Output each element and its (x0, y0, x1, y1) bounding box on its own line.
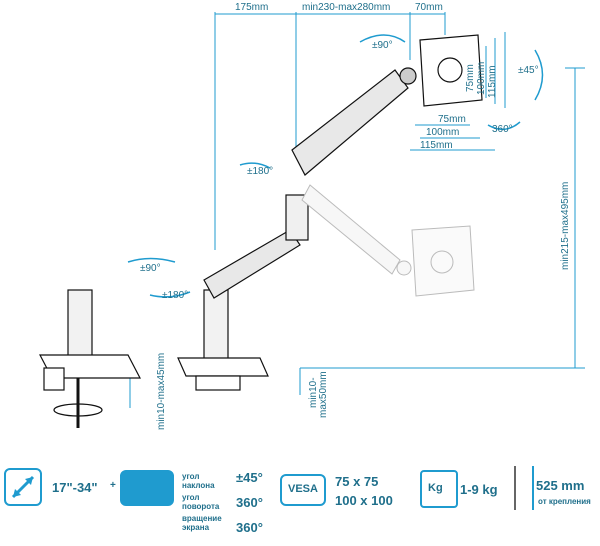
weight-value: 1-9 kg (460, 482, 498, 497)
dim-vesa-h75: 75mm (438, 114, 466, 125)
reach-value: 525 mm (536, 478, 585, 493)
plus-sign: + (110, 480, 116, 491)
diagonal-arrow-icon (11, 475, 35, 499)
ghost-arm (301, 184, 412, 276)
angle-rot-top: ±90° (372, 40, 393, 51)
dim-clamp: min10-max45mm (156, 353, 167, 430)
vesa-badge-text: VESA (288, 483, 318, 495)
screen-size-value: 17"-34" (52, 480, 98, 495)
reach-label: от крепления (538, 497, 591, 506)
rotation-arcs (127, 34, 544, 298)
clamp-mount (39, 289, 141, 428)
vesa-values-2: 100 x 100 (335, 493, 393, 508)
dim-height: min215-max495mm (560, 182, 571, 270)
tilt-label: угол наклона (182, 472, 215, 490)
dim-grommet-1: min10- (308, 377, 319, 408)
dimension-lines (129, 12, 585, 408)
weight-icon: Kg (420, 470, 458, 508)
monitor-icon (120, 470, 174, 506)
angle-arm-mid: ±180° (247, 166, 273, 177)
vesa-badge: VESA (280, 474, 326, 506)
grommet-mount (177, 289, 269, 391)
dim-vesa-v75: 75mm (465, 64, 476, 92)
lower-arm (203, 194, 309, 299)
rotation-value: 360° (236, 520, 263, 535)
dim-top-right: 70mm (415, 2, 443, 13)
dim-vesa-v100: 100mm (476, 62, 487, 95)
vesa-values-1: 75 x 75 (335, 474, 379, 489)
vesa-plate-ghost (411, 225, 475, 297)
dim-top-mid: min230-max280mm (302, 2, 390, 13)
vesa-plate-top (419, 34, 483, 107)
dim-top-left: 175mm (235, 2, 268, 13)
dim-vesa-h100: 100mm (426, 127, 459, 138)
tilt-value: ±45° (236, 470, 263, 485)
angle-tilt-right: ±45° (518, 65, 539, 76)
angle-arm-180: ±180° (162, 290, 188, 301)
screen-size-icon (4, 468, 42, 506)
angle-360: 360° (492, 124, 513, 135)
dim-vesa-h115: 115mm (420, 140, 453, 151)
angle-arm-90: ±90° (140, 263, 161, 274)
dim-grommet-2: max50mm (318, 371, 329, 418)
upper-arm (291, 67, 417, 176)
dim-vesa-v115: 115mm (487, 65, 498, 98)
swivel-label: угол поворота (182, 493, 220, 511)
weight-badge: Kg (428, 482, 443, 494)
reach-icon (514, 466, 534, 510)
rotation-label: вращение экрана (182, 514, 222, 532)
swivel-value: 360° (236, 495, 263, 510)
